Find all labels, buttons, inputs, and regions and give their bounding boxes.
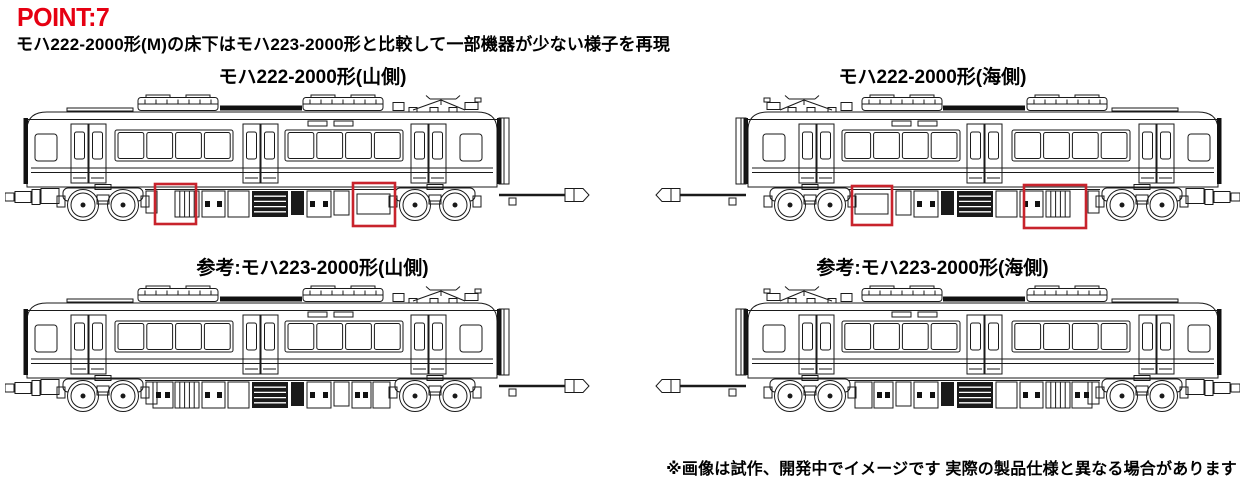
- train-drawing-moha222-umigawa: [625, 92, 1241, 237]
- diagram-label-moha222-umigawa: モハ222-2000形(海側): [838, 67, 1027, 88]
- diagram-label-moha223-yamagawa: 参考:モハ223-2000形(山側): [196, 258, 429, 279]
- highlight-rects: [153, 181, 397, 228]
- diagram-moha222-2000-yamagawa: [4, 94, 590, 228]
- diagram-moha223-2000-yamagawa: [4, 285, 590, 412]
- disclaimer-note: ※画像は試作、開発中でイメージです 実際の製品仕様と異なる場合があります: [666, 461, 1237, 478]
- diagram-label-moha222-yamagawa: モハ222-2000形(山側): [218, 67, 407, 88]
- diagram-label-moha223-umigawa: 参考:モハ223-2000形(海側): [816, 258, 1049, 279]
- train-drawing-moha223-umigawa: [625, 283, 1241, 428]
- point-heading: POINT:7: [17, 2, 110, 32]
- train-drawing-moha222-yamagawa: [4, 92, 620, 237]
- diagram-moha222-2000-umigawa: [655, 94, 1241, 230]
- point-description: モハ222-2000形(M)の床下はモハ223-2000形と比較して一部機器が少…: [16, 35, 671, 54]
- highlight-rects: [850, 183, 1088, 230]
- diagram-moha223-2000-umigawa: [655, 285, 1241, 412]
- train-drawing-moha223-yamagawa: [4, 283, 620, 428]
